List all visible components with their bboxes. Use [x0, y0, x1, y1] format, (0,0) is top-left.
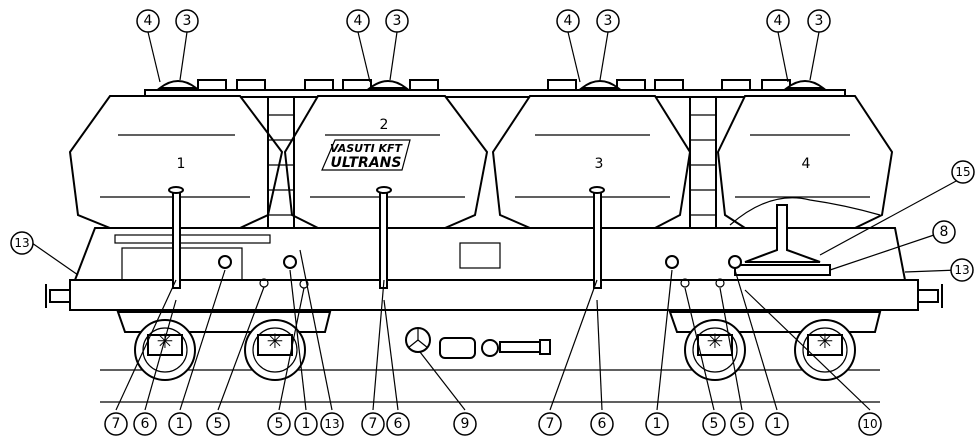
svg-text:7: 7: [546, 416, 555, 432]
svg-text:4: 4: [564, 13, 573, 29]
hopper-number-4: 4: [802, 156, 811, 172]
valves: [218, 255, 742, 289]
callout-13: 13: [320, 412, 344, 436]
callout-4: 4: [136, 9, 160, 33]
leader-lines: [31, 31, 959, 411]
company-logo: VASUTI KFT ULTRANS: [321, 139, 411, 171]
svg-text:6: 6: [394, 416, 403, 432]
svg-text:✳: ✳: [817, 329, 834, 353]
callout-8: 8: [932, 220, 956, 244]
svg-text:15: 15: [955, 165, 970, 179]
svg-text:5: 5: [275, 416, 284, 432]
hatch-dome-4: [784, 80, 826, 89]
bogie-right: ✳ ✳: [668, 311, 882, 381]
logo-line-2: ULTRANS: [331, 155, 402, 171]
svg-text:✳: ✳: [707, 329, 724, 353]
callout-9: 9: [453, 412, 477, 436]
callout-5: 5: [702, 412, 726, 436]
svg-text:7: 7: [112, 416, 121, 432]
brake-equipment: [405, 327, 551, 359]
hopper-3: [491, 95, 692, 229]
callout-5: 5: [206, 412, 230, 436]
callout-13: 13: [10, 231, 34, 255]
svg-text:3: 3: [393, 13, 402, 29]
callout-3: 3: [175, 9, 199, 33]
callout-5: 5: [730, 412, 754, 436]
cargo-pile: [729, 197, 881, 226]
callout-4: 4: [556, 9, 580, 33]
svg-text:1: 1: [773, 416, 782, 432]
svg-text:13: 13: [14, 236, 29, 250]
svg-text:1: 1: [302, 416, 311, 432]
svg-text:9: 9: [461, 416, 470, 432]
hatch-dome-2: [367, 80, 409, 89]
callout-4: 4: [346, 9, 370, 33]
underframe: [45, 227, 943, 311]
hatch-dome-3: [579, 80, 621, 89]
callout-3: 3: [807, 9, 831, 33]
hopper-number-2: 2: [380, 117, 389, 133]
callout-6: 6: [386, 412, 410, 436]
callout-1: 1: [645, 412, 669, 436]
svg-text:10: 10: [862, 417, 877, 431]
callout-13: 13: [950, 258, 974, 282]
hopper-number-1: 1: [177, 156, 186, 172]
callout-1: 1: [168, 412, 192, 436]
callouts-top: 4 3 4 3 4 3 4 3: [136, 9, 831, 33]
callout-1: 1: [765, 412, 789, 436]
svg-text:5: 5: [738, 416, 747, 432]
svg-text:5: 5: [710, 416, 719, 432]
svg-text:1: 1: [653, 416, 662, 432]
outlet-pipes: [168, 186, 831, 289]
svg-text:1: 1: [176, 416, 185, 432]
hopper-number-3: 3: [595, 156, 604, 172]
callout-3: 3: [385, 9, 409, 33]
callout-6: 6: [133, 412, 157, 436]
callouts-bottom: 7 6 1 5 5 1 13 7 6 9 7 6 1 5 5 1 10: [104, 412, 882, 436]
svg-text:7: 7: [369, 416, 378, 432]
callout-7: 7: [361, 412, 385, 436]
callout-6: 6: [590, 412, 614, 436]
svg-text:13: 13: [324, 417, 339, 431]
svg-text:3: 3: [815, 13, 824, 29]
svg-text:3: 3: [183, 13, 192, 29]
callout-10: 10: [858, 412, 882, 436]
roof-walkway: [144, 79, 846, 104]
svg-text:6: 6: [598, 416, 607, 432]
svg-text:3: 3: [604, 13, 613, 29]
callouts-side: 13 15 8 13: [10, 160, 975, 282]
svg-text:5: 5: [214, 416, 223, 432]
svg-text:13: 13: [954, 263, 969, 277]
svg-text:4: 4: [774, 13, 783, 29]
svg-text:8: 8: [940, 224, 949, 240]
hatch-dome-1: [157, 80, 199, 89]
callout-4: 4: [766, 9, 790, 33]
svg-text:6: 6: [141, 416, 150, 432]
svg-text:4: 4: [144, 13, 153, 29]
callout-1: 1: [294, 412, 318, 436]
callout-7: 7: [104, 412, 128, 436]
svg-text:✳: ✳: [267, 329, 284, 353]
callout-5: 5: [267, 412, 291, 436]
callout-15: 15: [951, 160, 975, 184]
callout-3: 3: [596, 9, 620, 33]
callout-7: 7: [538, 412, 562, 436]
logo-line-1: VASUTI KFT: [330, 142, 404, 155]
svg-text:4: 4: [354, 13, 363, 29]
